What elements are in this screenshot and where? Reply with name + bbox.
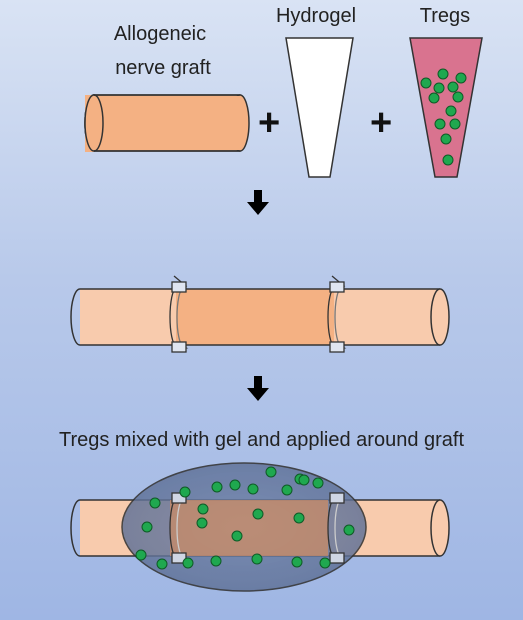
allogeneic-graft-cylinder (85, 95, 249, 152)
hydrogel-tube-icon (286, 38, 353, 177)
sutured-nerve-repair (71, 276, 449, 352)
gel-wrapped-repair (71, 463, 449, 591)
tregs-tube-icon (410, 38, 482, 177)
